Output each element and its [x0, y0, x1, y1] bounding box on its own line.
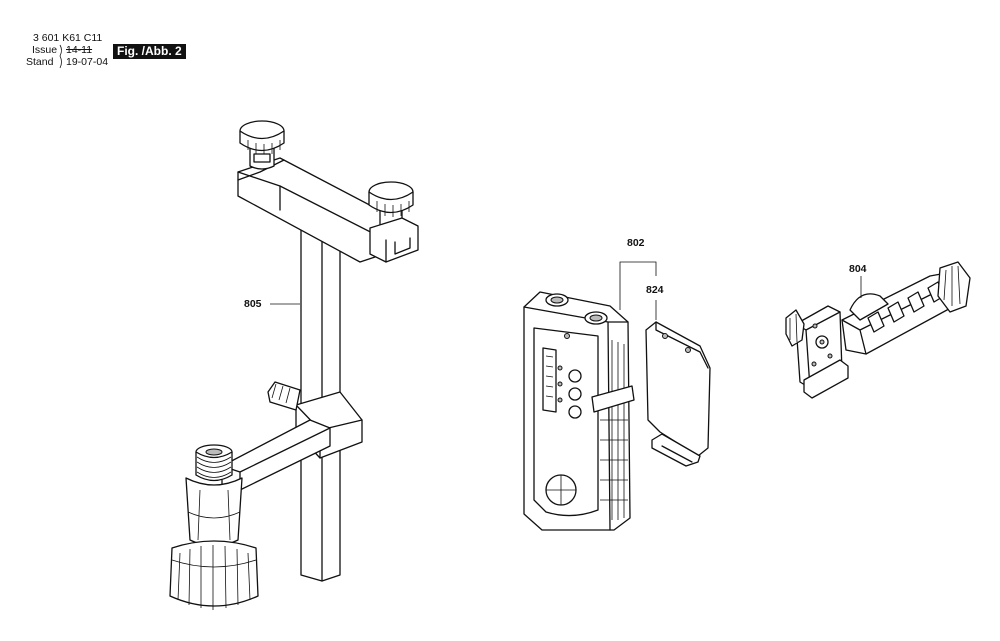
adapter-body: [185, 477, 243, 547]
figure-label: Fig. /Abb. 2: [113, 44, 186, 59]
callout-804: 804: [849, 263, 867, 275]
stand-label: Stand: [26, 56, 54, 68]
issue-value-text: 14-11: [66, 44, 93, 56]
knob-top-left: [239, 120, 285, 170]
knurled-base: [169, 540, 259, 610]
callout-805: 805: [244, 298, 262, 310]
header-bracket: [59, 44, 62, 69]
issue-label: Issue: [32, 44, 58, 56]
receiver-clamp-804: [785, 261, 971, 399]
battery-cover-824: [645, 321, 711, 467]
clamp-knob: [267, 381, 301, 411]
threaded-stud: [195, 444, 233, 482]
column-mount-805: [169, 120, 419, 610]
leader-802: [619, 261, 657, 310]
issue-value: 14-11: [66, 44, 92, 56]
laser-receiver-802: [523, 291, 635, 531]
callout-802: 802: [627, 237, 645, 249]
document-number: 3 601 K61 C11: [33, 32, 103, 44]
vertical-post: [300, 197, 341, 582]
stand-value: 19-07-04: [66, 56, 109, 68]
callout-824: 824: [646, 284, 664, 296]
